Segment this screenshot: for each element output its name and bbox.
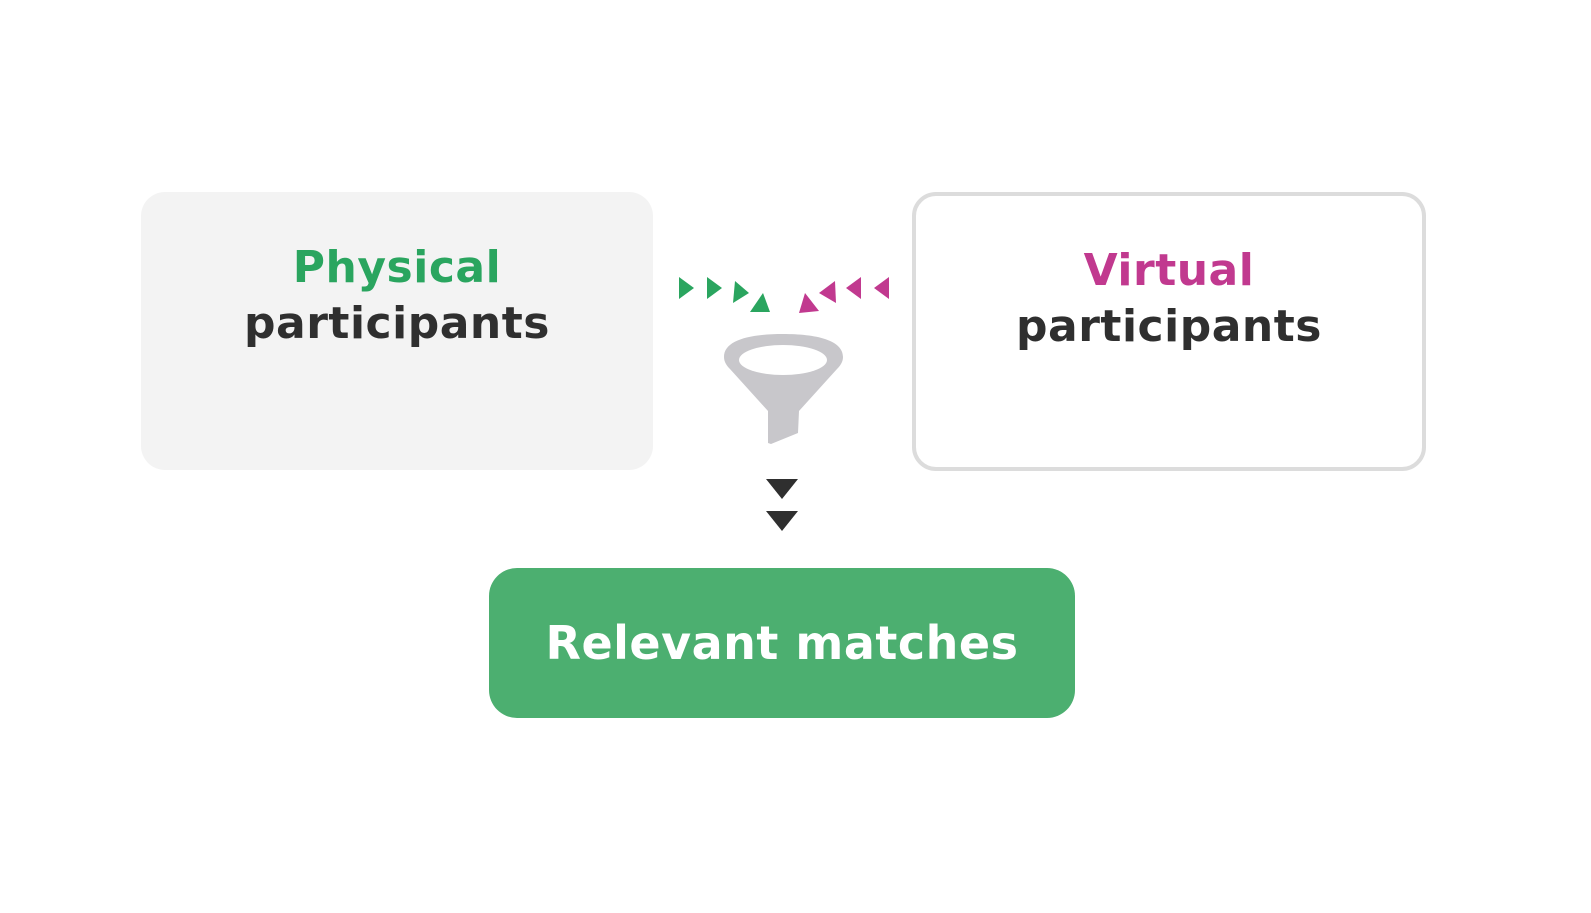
- physical-title: Physical: [292, 242, 502, 293]
- virtual-flow-arrows: [799, 277, 889, 313]
- magenta-arrow-icon: [874, 277, 889, 299]
- down-arrow-icon: [766, 479, 798, 499]
- magenta-arrow-icon: [799, 293, 819, 313]
- green-arrow-icon: [679, 277, 694, 299]
- physical-subtitle: participants: [244, 298, 550, 349]
- virtual-subtitle: participants: [1016, 300, 1322, 352]
- magenta-arrow-icon: [819, 281, 836, 303]
- green-arrow-icon: [733, 281, 749, 303]
- physical-participants-box: Physical participants: [141, 192, 653, 470]
- relevant-matches-label: Relevant matches: [545, 616, 1019, 670]
- physical-flow-arrows: [679, 277, 770, 312]
- funnel-icon: [724, 334, 843, 444]
- down-arrows: [766, 479, 798, 531]
- virtual-participants-box: Virtual participants: [912, 192, 1426, 471]
- relevant-matches-box: Relevant matches: [489, 568, 1075, 718]
- green-arrow-icon: [707, 277, 722, 299]
- virtual-title: Virtual: [1083, 244, 1255, 296]
- magenta-arrow-icon: [846, 277, 861, 299]
- green-arrow-icon: [750, 293, 770, 312]
- down-arrow-icon: [766, 511, 798, 531]
